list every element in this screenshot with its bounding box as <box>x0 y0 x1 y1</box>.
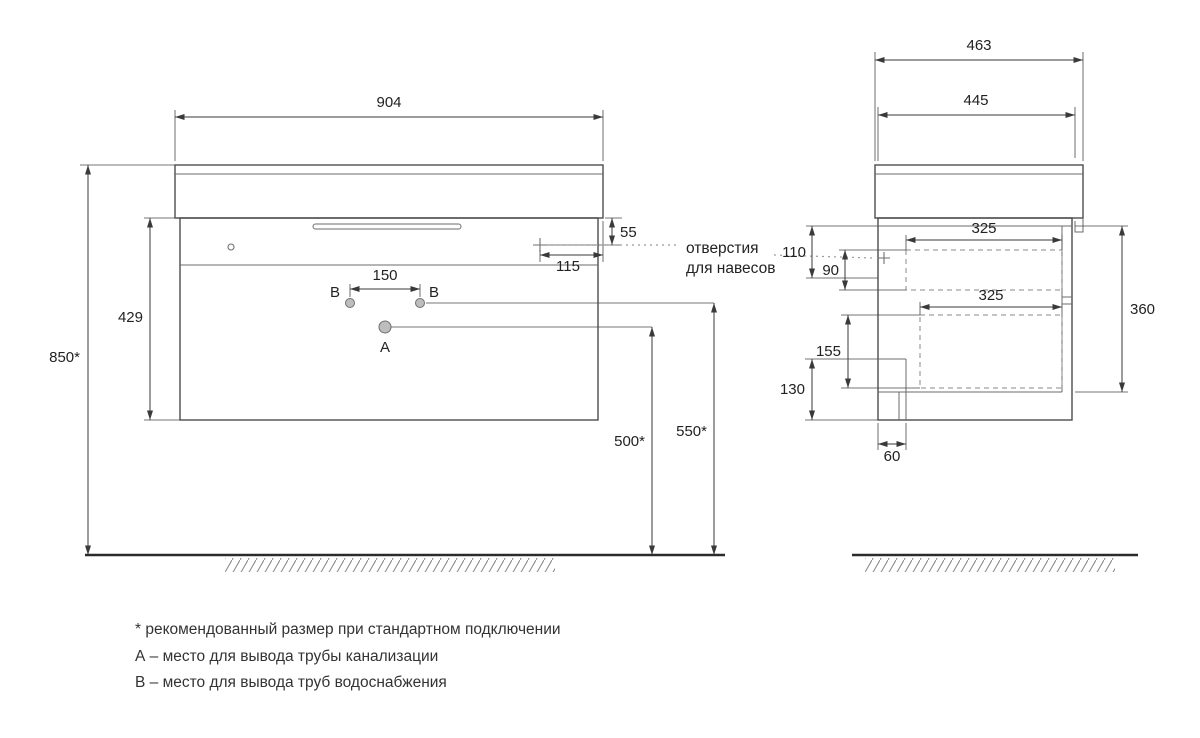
dim-front-height: 360 <box>1130 301 1155 318</box>
dim-bottom-drawer-height: 155 <box>816 343 841 360</box>
hanger-hole-cross-front <box>533 238 547 252</box>
floor-hatching-front <box>225 558 555 572</box>
dim-top-drawer-depth: 325 <box>971 220 996 237</box>
dim-hanger-inset: 115 <box>556 258 580 275</box>
dim-cabinet-depth: 445 <box>963 92 988 109</box>
floor-hatching-side <box>865 558 1115 572</box>
drain-hole <box>378 320 392 334</box>
handle-groove <box>312 223 462 230</box>
dim-total-depth: 463 <box>966 37 991 54</box>
dim-mount-height: 850* <box>49 349 80 366</box>
note-recommended-size: * рекомендованный размер при стандартном… <box>135 621 561 638</box>
front-view: 904 55 115 429 850* 150 В В А 500* 550* <box>49 94 725 572</box>
side-view: 463 445 110 90 325 325 360 155 130 <box>780 37 1155 572</box>
dim-hanger-zone: 110 <box>782 244 806 261</box>
side-cabinet-body <box>877 217 1073 421</box>
hanger-hole-cross-side <box>878 252 890 264</box>
notes: * рекомендованный размер при стандартном… <box>135 621 561 691</box>
label-supply-left: В <box>330 284 340 301</box>
dim-bottom-drawer-depth: 325 <box>978 287 1003 304</box>
hanger-callout: отверстия для навесов <box>548 240 873 277</box>
side-countertop <box>874 164 1084 219</box>
top-drawer-box <box>905 249 1063 291</box>
note-drain: А – место для вывода трубы канализации <box>135 648 438 665</box>
water-supply-hole-right <box>415 298 425 308</box>
callout-line1: отверстия <box>686 240 759 257</box>
front-cabinet-body <box>179 217 599 421</box>
water-supply-hole-left <box>345 298 355 308</box>
dim-hanger-drop: 55 <box>620 224 637 241</box>
bottom-drawer-box <box>919 314 1063 389</box>
side-knockout-mark <box>227 243 235 251</box>
front-countertop <box>174 164 604 219</box>
dim-top-drawer-height: 90 <box>822 262 839 279</box>
dim-supply-height: 550* <box>676 423 707 440</box>
countertop-nose <box>1074 218 1084 233</box>
dim-drain-height: 500* <box>614 433 645 450</box>
dim-recess-height: 130 <box>780 381 805 398</box>
callout-line2: для навесов <box>686 260 775 277</box>
dim-supply-spacing: 150 <box>372 267 397 284</box>
label-supply-right: В <box>429 284 439 301</box>
dim-front-width: 904 <box>376 94 401 111</box>
dim-cabinet-height: 429 <box>118 309 143 326</box>
dim-recess-depth: 60 <box>884 448 901 465</box>
note-supply: В – место для вывода труб водоснабжения <box>135 674 447 691</box>
label-drain: А <box>380 339 390 356</box>
